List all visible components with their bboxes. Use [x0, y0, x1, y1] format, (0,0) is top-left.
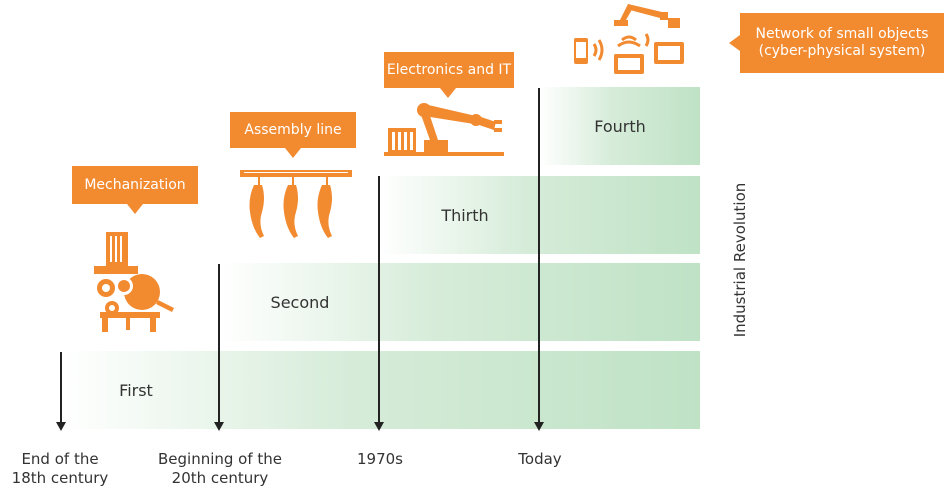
- callout-assembly-line: Assembly line: [230, 112, 356, 148]
- networked-devices-icon: [574, 4, 684, 74]
- callout-mechanization: Mechanization: [72, 166, 198, 204]
- callout-assembly-line-tail: [285, 148, 301, 158]
- timeline-arrow-1: [60, 352, 62, 424]
- industrial-robot-icon: [384, 103, 504, 156]
- timeline-label-3: 1970s: [357, 450, 403, 468]
- stage-third-label: Thirth: [441, 205, 489, 225]
- stage-fourth-label: Fourth: [594, 116, 646, 136]
- callout-cyber-physical: Network of small objects (cyber-physical…: [740, 13, 944, 73]
- timeline-label-2: Beginning of the 20th century: [157, 450, 283, 487]
- stage-first-label: First: [119, 380, 153, 400]
- assembly-line-icon: [240, 170, 352, 238]
- callout-cyber-physical-tail: [729, 35, 740, 51]
- stage-first: First: [62, 351, 700, 429]
- stage-second-label: Second: [270, 292, 330, 312]
- timeline-arrowhead-1: [56, 422, 66, 431]
- callout-mechanization-tail: [127, 204, 143, 214]
- timeline-arrow-2: [218, 264, 220, 424]
- callout-electronics-it-tail: [440, 88, 456, 98]
- stage-fourth: Fourth: [540, 87, 700, 165]
- timeline-label-1: End of the 18th century: [11, 450, 109, 487]
- stage-second: Second: [220, 263, 700, 341]
- timeline-arrowhead-4: [534, 422, 544, 431]
- callout-electronics-it: Electronics and IT: [384, 52, 514, 88]
- timeline-arrow-4: [538, 88, 540, 424]
- axis-title: Industrial Revolution: [731, 182, 749, 338]
- stage-third: Thirth: [380, 176, 700, 254]
- timeline-arrowhead-3: [374, 422, 384, 431]
- loom-machine-icon: [94, 232, 174, 332]
- timeline-arrow-3: [378, 176, 380, 424]
- timeline-arrowhead-2: [214, 422, 224, 431]
- timeline-label-4: Today: [518, 450, 562, 468]
